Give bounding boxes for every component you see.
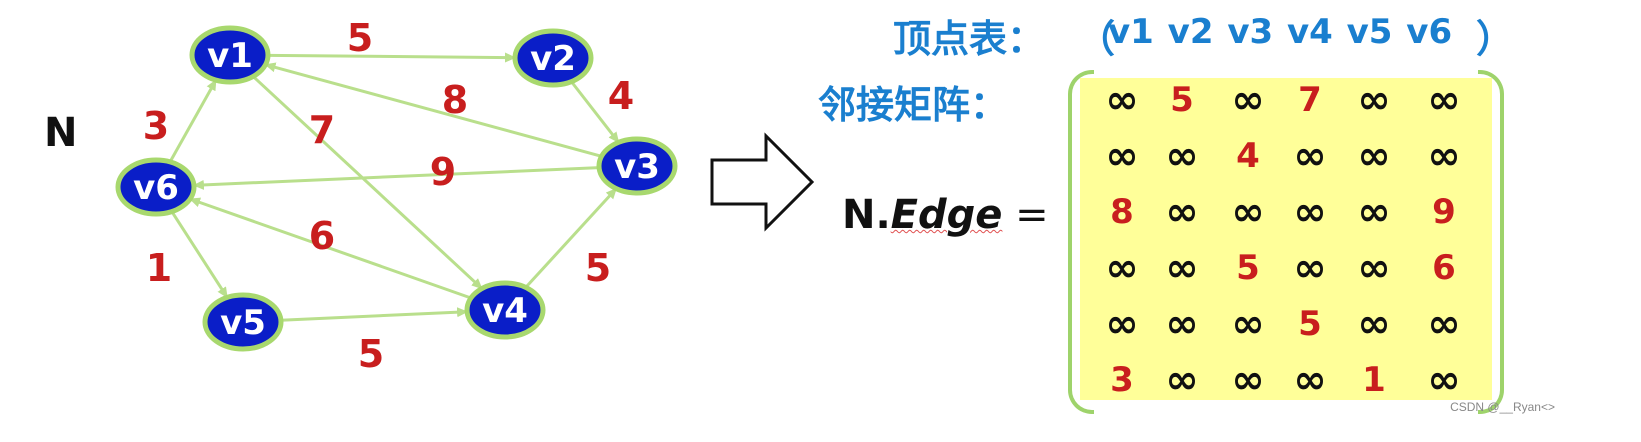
vertex-v2: v2: [512, 28, 594, 88]
matrix-row: 3 ∞ ∞ ∞ 1 ∞: [1094, 354, 1494, 406]
vertex-node-v5: [202, 292, 284, 352]
matrix-background: [1080, 78, 1492, 400]
matrix-cell: 5: [1298, 304, 1322, 344]
edge-weight-v4-v6: 6: [309, 214, 335, 258]
matrix-cell: ∞: [1231, 77, 1265, 123]
adjacency-title: 邻接矩阵：: [818, 83, 1009, 127]
edge-v2-v3: [570, 80, 620, 144]
matrix-cell: 4: [1236, 136, 1260, 176]
matrix-row: ∞ ∞ ∞ 5 ∞ ∞: [1094, 298, 1494, 350]
vertex-node-v1: [189, 25, 271, 85]
matrix-cell: 3: [1110, 360, 1134, 400]
edge-weight-v3-v6: 9: [430, 150, 456, 194]
vertex-v5: v5: [202, 292, 284, 352]
matrix-cell: 7: [1298, 80, 1322, 120]
vertex-node-v6: [115, 157, 197, 217]
edge-weight-v5-v4: 5: [358, 332, 384, 376]
matrix-bracket-left: [1068, 70, 1094, 414]
edge-weight-v6-v5: 1: [146, 246, 172, 290]
matrix-cell: ∞: [1427, 77, 1461, 123]
matrix-cell: 5: [1170, 80, 1194, 120]
matrix-row: ∞ 5 ∞ 7 ∞ ∞: [1094, 74, 1494, 126]
vertex-label-v1: v1: [207, 36, 253, 76]
matrix-cell: ∞: [1105, 77, 1139, 123]
edge-equation-equals: =: [1002, 192, 1049, 238]
matrix-cell: ∞: [1427, 301, 1461, 347]
matrix-cell: ∞: [1165, 189, 1199, 235]
edge-equation-prefix: N.: [842, 192, 891, 238]
edge-weight-v1-v2: 5: [347, 16, 373, 60]
vertex-label-v6: v6: [133, 168, 179, 208]
matrix-row: ∞ ∞ 4 ∞ ∞ ∞: [1094, 130, 1494, 182]
matrix-cell: ∞: [1357, 245, 1391, 291]
matrix-row: 8 ∞ ∞ ∞ ∞ 9: [1094, 186, 1494, 238]
matrix-cell: ∞: [1357, 301, 1391, 347]
matrix-cell: ∞: [1357, 133, 1391, 179]
matrix-cell: ∞: [1231, 189, 1265, 235]
graph-name: N: [44, 110, 78, 156]
vertex-table-paren-close: ）: [1476, 17, 1515, 61]
vertex-table-title: 顶点表：: [893, 17, 1046, 61]
matrix-cell: ∞: [1293, 357, 1327, 403]
vertex-v4: v4: [464, 280, 546, 340]
vertex-label-v3: v3: [614, 147, 660, 187]
matrix-cell: 1: [1362, 360, 1386, 400]
edge-weight-v1-v4: 7: [309, 108, 335, 152]
matrix-cell: ∞: [1293, 189, 1327, 235]
matrix-cell: 5: [1236, 248, 1260, 288]
matrix-cell: ∞: [1165, 357, 1199, 403]
watermark: CSDN @__Ryan<>: [1450, 400, 1555, 414]
vertex-label-v2: v2: [530, 39, 576, 79]
matrix-cell: ∞: [1165, 301, 1199, 347]
vertex-v3: v3: [596, 136, 678, 196]
edge-v3-v6: [192, 166, 600, 190]
transform-arrow-icon: [710, 132, 815, 232]
matrix-cell: ∞: [1357, 189, 1391, 235]
matrix-cell: ∞: [1293, 245, 1327, 291]
edge-weight-v6-v1: 3: [143, 104, 169, 148]
edge-equation-name: Edge: [890, 192, 1003, 238]
matrix-cell: ∞: [1427, 133, 1461, 179]
vertex-v6: v6: [115, 157, 197, 217]
edge-v5-v4: [280, 307, 469, 322]
edge-v3-v1: [264, 62, 602, 158]
matrix-cell: ∞: [1105, 133, 1139, 179]
edge-equation: N.Edge =: [842, 192, 1049, 238]
edge-weight-v3-v1: 8: [442, 78, 468, 122]
vertex-v1: v1: [189, 25, 271, 85]
matrix-cell: 6: [1432, 248, 1456, 288]
edge-v6-v1: [168, 79, 218, 163]
matrix-cell: ∞: [1105, 301, 1139, 347]
matrix-cell: 9: [1432, 192, 1456, 232]
matrix-cell: ∞: [1293, 133, 1327, 179]
matrix-cell: ∞: [1165, 133, 1199, 179]
matrix-cell: ∞: [1165, 245, 1199, 291]
edge-v1-v2: [267, 52, 517, 63]
edge-v4-v3: [524, 187, 618, 289]
vertex-label-v5: v5: [220, 303, 266, 343]
matrix-cell: ∞: [1357, 77, 1391, 123]
vertex-label-v4: v4: [482, 291, 528, 331]
edge-v6-v5: [170, 210, 229, 299]
edge-v1-v4: [252, 75, 483, 290]
edge-v4-v6: [189, 197, 472, 300]
edge-weight-v2-v3: 4: [608, 74, 634, 118]
vertex-node-v4: [464, 280, 546, 340]
matrix-cell: ∞: [1105, 245, 1139, 291]
vertex-node-v3: [596, 136, 678, 196]
edge-weight-v4-v3: 5: [585, 246, 611, 290]
vertex-table-list: v1 v2 v3 v4 v5 v6: [1108, 12, 1453, 52]
matrix-cell: ∞: [1231, 357, 1265, 403]
matrix-cell: ∞: [1231, 301, 1265, 347]
vertex-table-paren-open: （: [1077, 17, 1116, 61]
matrix-row: ∞ ∞ 5 ∞ ∞ 6: [1094, 242, 1494, 294]
vertex-node-v2: [512, 28, 594, 88]
matrix-cell: ∞: [1427, 357, 1461, 403]
matrix-cell: 8: [1110, 192, 1134, 232]
